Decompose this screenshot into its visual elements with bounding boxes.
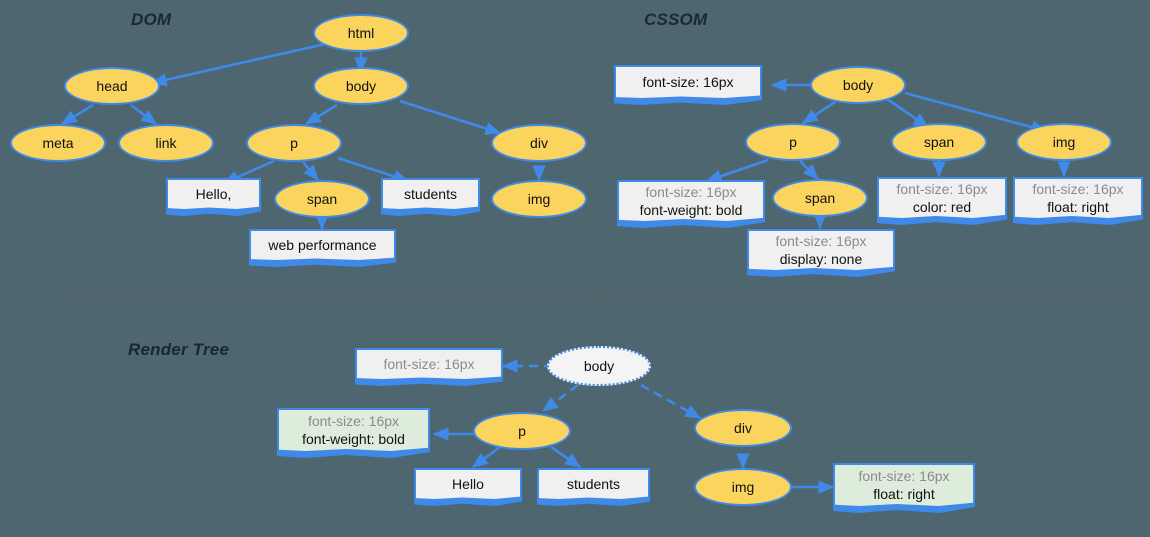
rt-rulebox-p[interactable]: font-size: 16px font-weight: bold — [277, 408, 430, 458]
rt-node-img-label: img — [731, 479, 755, 495]
rt-rulebox-body-line-1: font-size: 16px — [383, 355, 475, 372]
edge-cssom-p-span2 — [799, 160, 819, 180]
dom-node-link-label: link — [155, 135, 177, 151]
cssom-rulebox-span-2-line-2: display: none — [779, 250, 863, 267]
dom-node-body[interactable]: body — [313, 67, 409, 105]
cssom-node-span-2[interactable]: span — [772, 179, 868, 217]
edge-dom-p-span — [302, 161, 319, 181]
cssom-rulebox-p-line-1: font-size: 16px — [645, 184, 737, 201]
cssom-rulebox-img[interactable]: font-size: 16px float: right — [1013, 177, 1143, 225]
edge-dom-head-meta — [61, 103, 94, 126]
dom-node-html[interactable]: html — [313, 14, 409, 52]
dom-node-meta[interactable]: meta — [10, 124, 106, 162]
cssom-rulebox-span-2-line-1: font-size: 16px — [775, 233, 867, 250]
rt-textbox-hello-label: Hello — [452, 475, 484, 492]
rt-rulebox-p-line-2: font-weight: bold — [302, 430, 405, 447]
dom-textbox-hello-label: Hello, — [195, 185, 232, 202]
rt-rulebox-body[interactable]: font-size: 16px — [355, 348, 503, 386]
dom-textbox-hello[interactable]: Hello, — [166, 178, 261, 216]
divider-tick-left — [65, 284, 66, 296]
cssom-node-p[interactable]: p — [745, 123, 841, 161]
edge-rt-p-hello — [472, 445, 501, 469]
cssom-rulebox-img-line-1: font-size: 16px — [1032, 181, 1124, 198]
dom-node-p-label: p — [290, 135, 298, 151]
rt-node-div[interactable]: div — [694, 409, 792, 447]
cssom-node-span-1-label: span — [923, 134, 955, 150]
render-tree-section-title: Render Tree — [128, 340, 230, 359]
rt-rulebox-img[interactable]: font-size: 16px float: right — [833, 463, 975, 513]
cssom-rulebox-span-1[interactable]: font-size: 16px color: red — [877, 177, 1007, 225]
edge-cssom-body-p — [802, 100, 836, 125]
rt-node-body[interactable]: body — [547, 346, 651, 386]
cssom-node-p-label: p — [789, 134, 797, 150]
divider-tick-right — [1134, 284, 1135, 296]
edge-rt-body-div — [640, 383, 701, 420]
cssom-rulebox-img-line-2: float: right — [1047, 198, 1109, 215]
dom-node-html-label: html — [347, 25, 375, 41]
dom-section-title: DOM — [131, 10, 172, 29]
rt-rulebox-img-line-2: float: right — [873, 485, 935, 502]
dom-node-p[interactable]: p — [246, 124, 342, 162]
dom-node-span-label: span — [306, 191, 338, 207]
dom-node-head[interactable]: head — [64, 67, 160, 105]
cssom-rulebox-body[interactable]: font-size: 16px — [614, 65, 762, 105]
rt-rulebox-p-line-1: font-size: 16px — [307, 413, 400, 430]
rt-node-p-label: p — [518, 423, 526, 439]
rt-node-p[interactable]: p — [473, 412, 571, 450]
edge-dom-html-head — [150, 42, 326, 87]
edge-dom-body-p — [305, 103, 338, 126]
cssom-section-title: CSSOM — [644, 10, 708, 29]
edge-cssom-p-rules — [706, 158, 769, 183]
rt-textbox-students-label: students — [567, 475, 620, 492]
cssom-node-body-label: body — [842, 77, 874, 93]
dom-textbox-students[interactable]: students — [381, 178, 480, 216]
edge-rt-p-students — [550, 445, 581, 469]
rt-rulebox-img-line-1: font-size: 16px — [858, 468, 950, 485]
cssom-node-span-1[interactable]: span — [891, 123, 987, 161]
rt-textbox-students[interactable]: students — [537, 468, 650, 506]
edge-dom-p-students — [337, 156, 409, 183]
edge-dom-head-link — [130, 103, 157, 126]
cssom-rulebox-body-line-1: font-size: 16px — [642, 73, 734, 90]
dom-node-div-label: div — [530, 135, 548, 151]
cssom-node-span-2-label: span — [804, 190, 836, 206]
dom-textbox-webperformance[interactable]: web performance — [249, 229, 396, 267]
cssom-node-img[interactable]: img — [1016, 123, 1112, 161]
dom-textbox-students-label: students — [404, 185, 457, 202]
dom-node-body-label: body — [345, 78, 377, 94]
dom-node-div[interactable]: div — [491, 124, 587, 162]
dom-node-head-label: head — [96, 78, 128, 94]
rt-node-body-label: body — [583, 358, 615, 374]
edge-dom-body-div — [399, 99, 501, 136]
divider-tick-center — [600, 288, 601, 304]
cssom-rulebox-span-2[interactable]: font-size: 16px display: none — [747, 229, 895, 277]
edge-rt-body-p — [542, 383, 579, 413]
dom-node-link[interactable]: link — [118, 124, 214, 162]
edge-cssom-body-span1 — [886, 97, 929, 129]
dom-textbox-webperformance-label: web performance — [268, 236, 377, 253]
dom-node-img-label: img — [527, 191, 551, 207]
cssom-rulebox-span-1-line-2: color: red — [912, 198, 972, 215]
cssom-rulebox-span-1-line-1: font-size: 16px — [896, 181, 988, 198]
cssom-rulebox-p-line-2: font-weight: bold — [639, 201, 743, 218]
rt-textbox-hello[interactable]: Hello — [414, 468, 522, 506]
cssom-node-body[interactable]: body — [810, 66, 906, 104]
rt-node-img[interactable]: img — [694, 468, 792, 506]
cssom-rulebox-p[interactable]: font-size: 16px font-weight: bold — [617, 180, 765, 228]
dom-node-meta-label: meta — [42, 135, 74, 151]
dom-node-span[interactable]: span — [274, 180, 370, 218]
cssom-node-img-label: img — [1052, 134, 1076, 150]
rt-node-div-label: div — [734, 420, 752, 436]
dom-node-img[interactable]: img — [491, 180, 587, 218]
